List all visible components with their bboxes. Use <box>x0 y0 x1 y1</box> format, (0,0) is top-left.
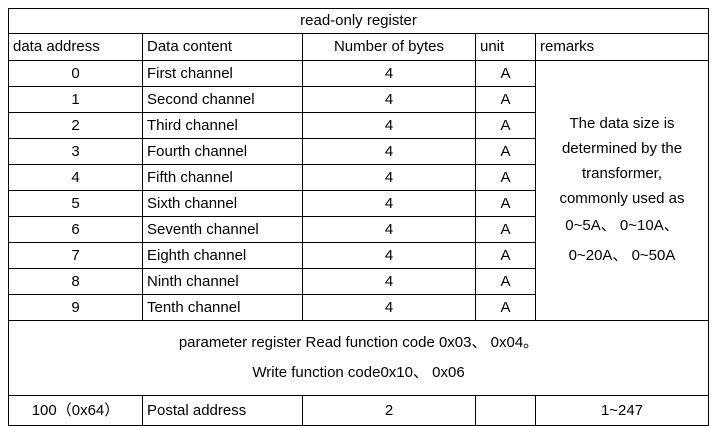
cell-data-content: Eighth channel <box>142 242 303 269</box>
table-row: 5 Sixth channel 4 A <box>8 190 709 217</box>
cell-number-of-bytes: 4 <box>302 242 476 269</box>
cell-unit: A <box>475 164 536 191</box>
cell-number-of-bytes: 4 <box>302 86 476 113</box>
column-header-data-address: data address <box>8 33 143 61</box>
read-only-register-table: read-only register data address Data con… <box>7 8 710 426</box>
register-map-sheet: read-only register data address Data con… <box>7 8 710 426</box>
cell-postal-data-content: Postal address <box>142 395 303 426</box>
table-row: 1 Second channel 4 A <box>8 86 709 113</box>
cell-postal-unit <box>475 395 536 426</box>
cell-number-of-bytes: 4 <box>302 190 476 217</box>
cell-parameter-register-note: parameter register Read function code 0x… <box>7 320 710 396</box>
cell-unit: A <box>475 216 536 243</box>
cell-unit: A <box>475 242 536 269</box>
table-row: 6 Seventh channel 4 A <box>8 216 709 243</box>
table-row: 2 Third channel 4 A <box>8 112 709 139</box>
cell-unit: A <box>475 294 536 321</box>
column-header-remarks: remarks <box>534 33 710 61</box>
remarks-line-2: determined by the <box>561 139 683 157</box>
cell-unit: A <box>475 190 536 217</box>
cell-number-of-bytes: 4 <box>302 138 476 165</box>
remarks-note-text: The data size is determined by the trans… <box>540 111 704 271</box>
parameter-register-line-2: Write function code0x10、 0x06 <box>252 364 465 381</box>
column-header-data-content: Data content <box>142 33 303 61</box>
table-header-row: data address Data content Number of byte… <box>8 33 710 61</box>
cell-unit: A <box>475 138 536 165</box>
cell-number-of-bytes: 4 <box>302 60 476 87</box>
cell-number-of-bytes: 4 <box>302 294 476 321</box>
cell-postal-data-address: 100（0x64） <box>8 395 143 426</box>
remarks-line-3: transformer, <box>581 164 663 182</box>
cell-data-address: 2 <box>8 112 143 139</box>
cell-data-address: 5 <box>8 190 143 217</box>
table-title-row: read-only register <box>7 8 710 34</box>
parameter-register-line-1: parameter register Read function code 0x… <box>178 334 539 351</box>
cell-data-content: Fourth channel <box>142 138 303 165</box>
cell-number-of-bytes: 4 <box>302 216 476 243</box>
cell-data-content: Tenth channel <box>142 294 303 321</box>
cell-data-content: First channel <box>142 60 303 87</box>
cell-unit: A <box>475 60 536 87</box>
remarks-line-1: The data size is <box>569 114 675 132</box>
cell-postal-number-of-bytes: 2 <box>302 395 476 426</box>
cell-remarks-note: The data size is determined by the trans… <box>534 60 710 321</box>
cell-data-address: 8 <box>8 268 143 295</box>
cell-postal-remarks: 1~247 <box>534 395 710 426</box>
cell-data-content: Second channel <box>142 86 303 113</box>
cell-data-content: Sixth channel <box>142 190 303 217</box>
postal-address-row: 100（0x64） Postal address 2 1~247 <box>8 395 710 426</box>
cell-data-address: 1 <box>8 86 143 113</box>
parameter-register-row: parameter register Read function code 0x… <box>7 320 710 396</box>
cell-data-address: 4 <box>8 164 143 191</box>
cell-data-address: 7 <box>8 242 143 269</box>
cell-unit: A <box>475 86 536 113</box>
remarks-line-5: 0~5A、 0~10A、 <box>565 216 679 234</box>
cell-unit: A <box>475 268 536 295</box>
cell-number-of-bytes: 4 <box>302 268 476 295</box>
cell-data-address: 6 <box>8 216 143 243</box>
cell-data-content: Third channel <box>142 112 303 139</box>
remarks-line-6: 0~20A、 0~50A <box>568 246 676 264</box>
cell-data-address: 3 <box>8 138 143 165</box>
remarks-line-4: commonly used as <box>559 189 685 207</box>
column-header-number-of-bytes: Number of bytes <box>302 33 476 61</box>
cell-data-content: Seventh channel <box>142 216 303 243</box>
table-row: 9 Tenth channel 4 A <box>8 294 709 321</box>
table-row: 0 First channel 4 A The data size is det… <box>8 60 710 321</box>
column-header-unit: unit <box>475 33 536 61</box>
cell-unit: A <box>475 112 536 139</box>
cell-data-address: 0 <box>8 60 143 87</box>
cell-number-of-bytes: 4 <box>302 112 476 139</box>
cell-number-of-bytes: 4 <box>302 164 476 191</box>
cell-data-address: 9 <box>8 294 143 321</box>
table-title: read-only register <box>7 8 710 34</box>
cell-data-content: Ninth channel <box>142 268 303 295</box>
parameter-register-note-text: parameter register Read function code 0x… <box>13 328 704 388</box>
table-row: 4 Fifth channel 4 A <box>8 164 709 191</box>
cell-data-content: Fifth channel <box>142 164 303 191</box>
